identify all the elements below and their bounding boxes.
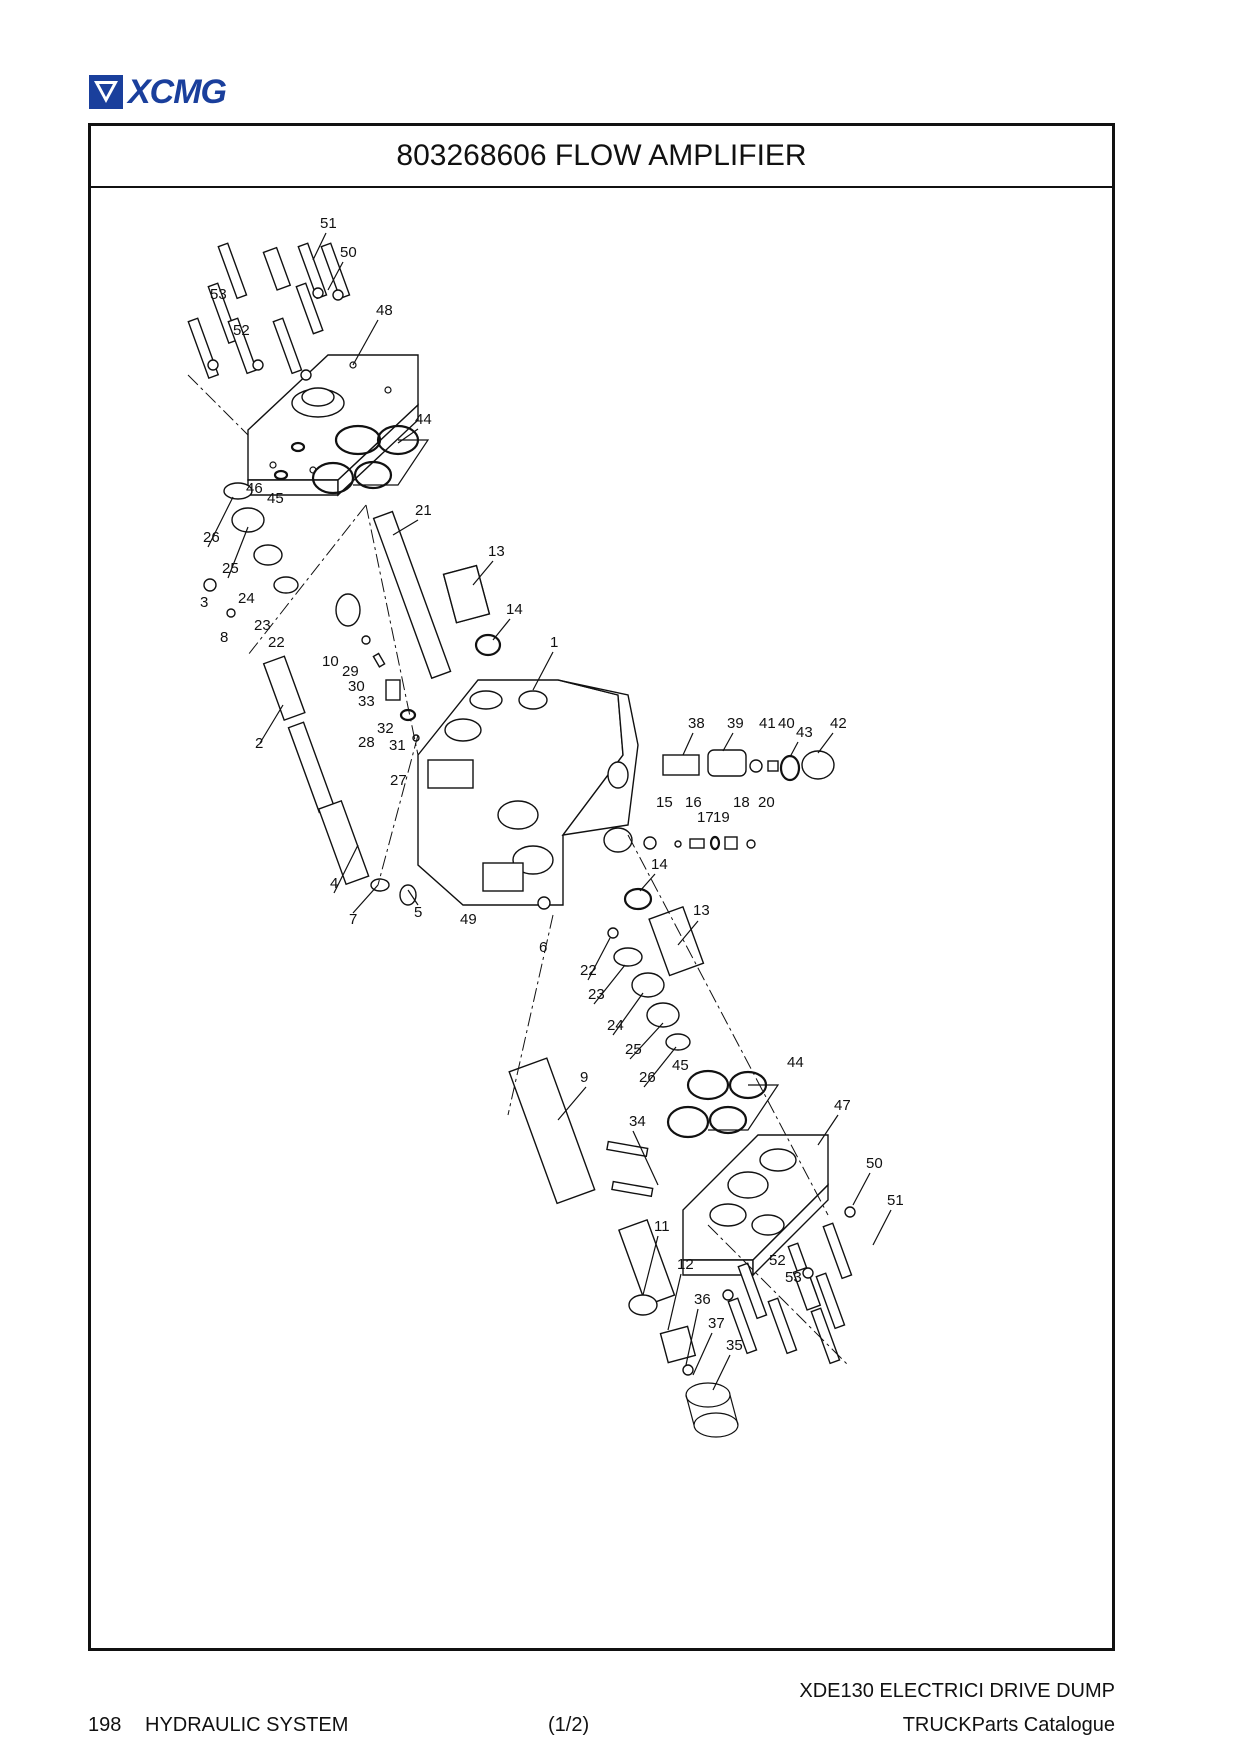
callout-23-bottom: 23 <box>588 986 605 1003</box>
callout-20: 20 <box>758 794 775 811</box>
callout-40: 40 <box>778 715 795 732</box>
callout-4: 4 <box>330 875 338 892</box>
callout-51-bottom: 51 <box>887 1192 904 1209</box>
callout-17: 17 <box>697 809 714 826</box>
callout-33: 33 <box>358 693 375 710</box>
callout-22-bottom: 22 <box>580 962 597 979</box>
callout-10: 10 <box>322 653 339 670</box>
callout-1: 1 <box>550 634 558 651</box>
lower-bolts <box>722 1206 856 1365</box>
footer-section: HYDRAULIC SYSTEM <box>145 1714 349 1736</box>
callout-24-top: 24 <box>238 590 255 607</box>
page-title: 803268606 FLOW AMPLIFIER <box>396 139 807 172</box>
callout-3: 3 <box>200 594 208 611</box>
callout-50-top: 50 <box>340 244 357 261</box>
callout-39: 39 <box>727 715 744 732</box>
lower-o-rings <box>666 1069 780 1139</box>
lower-spool-9 <box>508 1057 739 1438</box>
callout-52-top: 52 <box>233 322 250 339</box>
callout-26-top: 26 <box>203 529 220 546</box>
callout-23-top: 23 <box>254 617 271 634</box>
top-o-rings <box>273 424 430 495</box>
callout-44-top: 44 <box>415 411 432 428</box>
callout-13-bottom: 13 <box>693 902 710 919</box>
callout-19: 19 <box>713 809 730 826</box>
callout-35: 35 <box>726 1337 743 1354</box>
callout-30: 30 <box>348 678 365 695</box>
callout-24-bottom: 24 <box>607 1017 624 1034</box>
callout-7: 7 <box>349 911 357 928</box>
callout-29: 29 <box>342 663 359 680</box>
callout-45-top: 45 <box>267 490 284 507</box>
callout-22-top: 22 <box>268 634 285 651</box>
callout-21: 21 <box>415 502 432 519</box>
callout-46: 46 <box>246 480 263 497</box>
callout-25-top: 25 <box>222 560 239 577</box>
callout-5: 5 <box>414 904 422 921</box>
relief-valve-parts <box>662 749 835 782</box>
callout-53-bottom: 53 <box>785 1269 802 1286</box>
callout-51-top: 51 <box>320 215 337 232</box>
assembly-center-lines <box>187 374 849 1366</box>
lower-spool-springs <box>607 927 691 1051</box>
callout-6: 6 <box>539 939 547 956</box>
left-spool-assembly <box>203 482 417 906</box>
callout-50-bottom: 50 <box>866 1155 883 1172</box>
callout-52-bottom: 52 <box>769 1252 786 1269</box>
callout-8: 8 <box>220 629 228 646</box>
footer-page-number: 198 <box>88 1714 122 1736</box>
callout-38: 38 <box>688 715 705 732</box>
callout-16: 16 <box>685 794 702 811</box>
callout-layer: 51 50 53 48 52 44 46 45 26 21 25 13 3 24… <box>200 215 904 1391</box>
main-valve-body <box>417 679 639 910</box>
callout-34: 34 <box>629 1113 646 1130</box>
callout-25-bottom: 25 <box>625 1041 642 1058</box>
callout-28: 28 <box>358 734 375 751</box>
callout-48: 48 <box>376 302 393 319</box>
callout-41: 41 <box>759 715 776 732</box>
parts-drawing <box>187 242 856 1438</box>
leader-lines <box>207 232 892 1391</box>
callout-18: 18 <box>733 794 750 811</box>
footer-model-line: XDE130 ELECTRICI DRIVE DUMP <box>799 1680 1115 1702</box>
lower-cover-plate <box>682 1134 829 1277</box>
callout-31: 31 <box>389 737 406 754</box>
diagram-frame: 803268606 FLOW AMPLIFIER <box>88 123 1115 1651</box>
callout-37: 37 <box>708 1315 725 1332</box>
footer-catalogue-line: TRUCKParts Catalogue <box>902 1714 1115 1736</box>
title-bar: 803268606 FLOW AMPLIFIER <box>91 126 1112 188</box>
callout-13-top: 13 <box>488 543 505 560</box>
callout-53-top: 53 <box>210 286 227 303</box>
check-valve-parts <box>643 835 756 851</box>
callout-12: 12 <box>677 1256 694 1273</box>
callout-2: 2 <box>255 735 263 752</box>
callout-44-bottom: 44 <box>787 1054 804 1071</box>
callout-43: 43 <box>796 724 813 741</box>
callout-15: 15 <box>656 794 673 811</box>
footer-page-of: (1/2) <box>548 1714 590 1736</box>
callout-49: 49 <box>460 911 477 928</box>
callout-45-bottom: 45 <box>672 1057 689 1074</box>
xcmg-logo: XCMG <box>88 72 248 112</box>
top-bolts <box>187 242 351 381</box>
lower-solenoid-13 <box>623 887 705 977</box>
callout-14-top: 14 <box>506 601 523 618</box>
callout-42: 42 <box>830 715 847 732</box>
callout-32: 32 <box>377 720 394 737</box>
callout-36: 36 <box>694 1291 711 1308</box>
logo-wordmark: XCMG <box>128 73 227 111</box>
callout-47: 47 <box>834 1097 851 1114</box>
callout-26-bottom: 26 <box>639 1069 656 1086</box>
callout-14-bottom: 14 <box>651 856 668 873</box>
callout-27: 27 <box>390 772 407 789</box>
callout-9: 9 <box>580 1069 588 1086</box>
xcmg-emblem-icon <box>89 75 123 109</box>
exploded-parts-diagram: 51 50 53 48 52 44 46 45 26 21 25 13 3 24… <box>88 185 1115 1651</box>
callout-11: 11 <box>654 1218 670 1235</box>
